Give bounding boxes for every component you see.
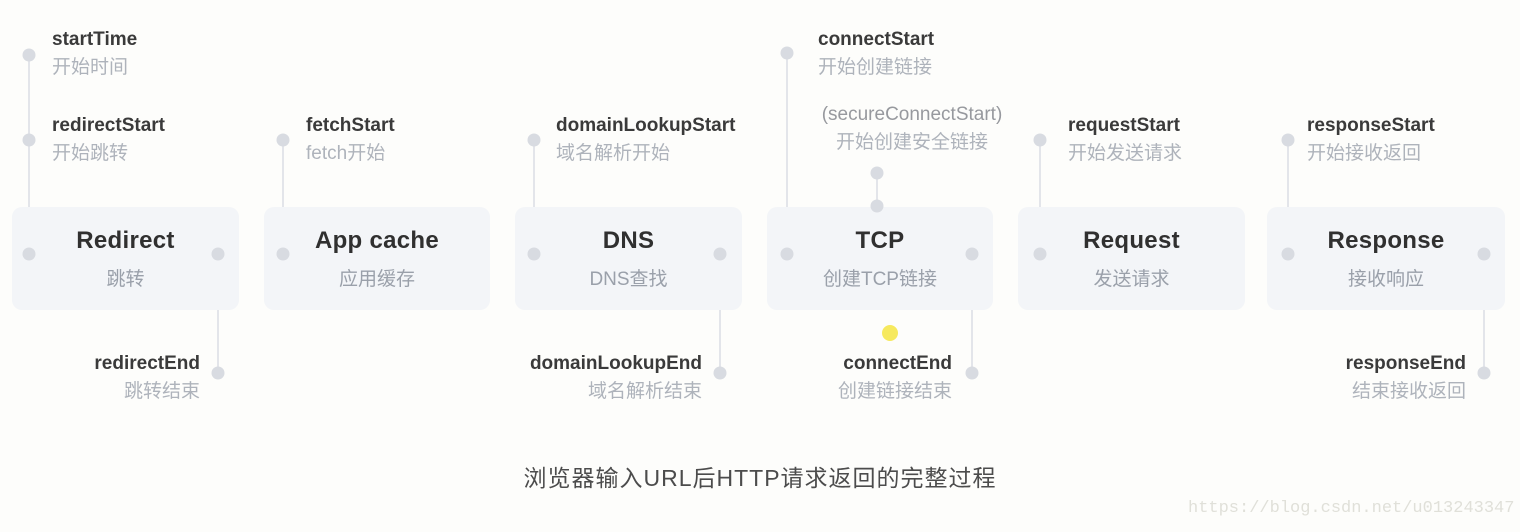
timeline-dot-dns-box-right (713, 247, 727, 261)
timing-label-en: domainLookupStart (556, 115, 736, 136)
phase-box-redirect: Redirect 跳转 (12, 207, 239, 310)
timeline-dot-redirectend (211, 366, 225, 380)
timing-label-zh: 域名解析结束 (587, 381, 702, 402)
timing-label-zh: 开始时间 (52, 57, 129, 78)
phase-subtitle: 创建TCP链接 (822, 268, 937, 290)
timing-label-zh: 创建链接结束 (837, 381, 952, 402)
phase-subtitle: 发送请求 (1093, 268, 1170, 290)
timeline-dot-secureconnectstart (870, 166, 884, 180)
timeline-dot-tcp-box-right (965, 247, 979, 261)
connector-line-responseend (1483, 254, 1485, 373)
phase-box-app-cache: App cache 应用缓存 (264, 207, 490, 310)
timeline-dot-tcp-box-top (870, 199, 884, 213)
csdn-watermark: https://blog.csdn.net/u013243347 (1188, 499, 1515, 518)
connector-line-domainlookupstart (533, 140, 535, 254)
timing-label-secureconnectstart: (secureConnectStart) 开始创建安全链接 (822, 101, 1003, 157)
connector-line-connectend (971, 254, 973, 373)
timing-label-responseend: responseEnd 结束接收返回 (1346, 350, 1466, 406)
phase-subtitle: DNS查找 (589, 268, 668, 290)
timing-label-connectend: connectEnd 创建链接结束 (838, 350, 952, 406)
timing-label-en: connectStart (818, 29, 935, 50)
phase-title: App cache (314, 226, 440, 254)
timing-label-connectstart: connectStart 开始创建链接 (818, 26, 934, 82)
timing-label-redirectend: redirectEnd 跳转结束 (94, 350, 200, 406)
connector-line-requeststart (1039, 140, 1041, 254)
timeline-dot-connectstart (780, 46, 794, 60)
timeline-dot-fetchstart (276, 133, 290, 147)
timing-label-en: (secureConnectStart) (821, 104, 1003, 125)
timing-label-zh: 开始跳转 (52, 143, 129, 164)
timing-label-en: responseStart (1307, 115, 1435, 136)
timing-label-en: startTime (52, 29, 138, 50)
phase-title: Request (1083, 226, 1180, 254)
timeline-dot-tcp-box-left (780, 247, 794, 261)
timeline-dot-connectend (965, 366, 979, 380)
timing-label-en: domainLookupEnd (529, 353, 702, 374)
phase-box-request: Request 发送请求 (1018, 207, 1245, 310)
timeline-dot-redirect-box-right (211, 247, 225, 261)
phase-box-response: Response 接收响应 (1267, 207, 1505, 310)
connector-line-domainlookupend (719, 254, 721, 373)
phase-subtitle: 应用缓存 (338, 268, 415, 290)
phase-subtitle: 接收响应 (1347, 268, 1424, 290)
phase-title: Redirect (76, 226, 175, 254)
timing-label-zh: fetch开始 (306, 143, 386, 164)
timing-label-zh: 结束接收返回 (1351, 381, 1466, 402)
phase-title: DNS (602, 226, 655, 254)
phase-box-tcp: TCP 创建TCP链接 (767, 207, 993, 310)
timing-label-zh: 开始接收返回 (1307, 143, 1422, 164)
timeline-dot-request-box-left (1033, 247, 1047, 261)
connector-line-fetchstart (282, 140, 284, 254)
timeline-dot-starttime (22, 48, 36, 62)
timeline-dot-requeststart (1033, 133, 1047, 147)
phase-title: Response (1327, 226, 1445, 254)
timing-label-en: fetchStart (306, 115, 395, 136)
timing-label-zh: 开始创建链接 (818, 57, 933, 78)
timing-label-en: connectEnd (843, 353, 952, 374)
timing-label-en: redirectStart (52, 115, 165, 136)
connector-line-redirectend (217, 254, 219, 373)
connector-line-starttime-redirectstart (28, 55, 30, 254)
connector-line-secureconnectstart (876, 173, 878, 206)
timing-label-responsestart: responseStart 开始接收返回 (1307, 112, 1435, 168)
timing-label-en: requestStart (1068, 115, 1180, 136)
timing-label-zh: 开始发送请求 (1068, 143, 1183, 164)
timing-label-zh: 开始创建安全链接 (835, 132, 989, 153)
connector-line-connectstart (786, 53, 788, 254)
timeline-dot-dns-box-left (527, 247, 541, 261)
timing-label-en: responseEnd (1345, 353, 1466, 374)
timeline-dot-responseend (1477, 366, 1491, 380)
timeline-dot-redirectstart (22, 133, 36, 147)
timing-label-zh: 域名解析开始 (556, 143, 671, 164)
timeline-dot-domainlookupend (713, 366, 727, 380)
connector-line-responsestart (1287, 140, 1289, 254)
timing-label-domainlookupstart: domainLookupStart 域名解析开始 (556, 112, 735, 168)
timeline-dot-responsestart (1281, 133, 1295, 147)
timing-label-fetchstart: fetchStart fetch开始 (306, 112, 395, 168)
timeline-dot-response-box-right (1477, 247, 1491, 261)
timing-label-zh: 跳转结束 (123, 381, 200, 402)
timing-label-domainlookupend: domainLookupEnd 域名解析结束 (530, 350, 702, 406)
timeline-dot-redirect-box-left (22, 247, 36, 261)
timeline-dot-appcache-box-left (276, 247, 290, 261)
timing-label-redirectstart: redirectStart 开始跳转 (52, 112, 165, 168)
diagram-caption: 浏览器输入URL后HTTP请求返回的完整过程 (523, 465, 997, 491)
phase-title: TCP (855, 226, 905, 254)
timing-label-starttime: startTime 开始时间 (52, 26, 137, 82)
timeline-dot-domainlookupstart (527, 133, 541, 147)
timeline-dot-response-box-left (1281, 247, 1295, 261)
timing-label-en: redirectEnd (94, 353, 200, 374)
timing-label-requeststart: requestStart 开始发送请求 (1068, 112, 1182, 168)
yellow-marker-dot (882, 325, 898, 341)
phase-subtitle: 跳转 (106, 268, 145, 290)
phase-box-dns: DNS DNS查找 (515, 207, 742, 310)
